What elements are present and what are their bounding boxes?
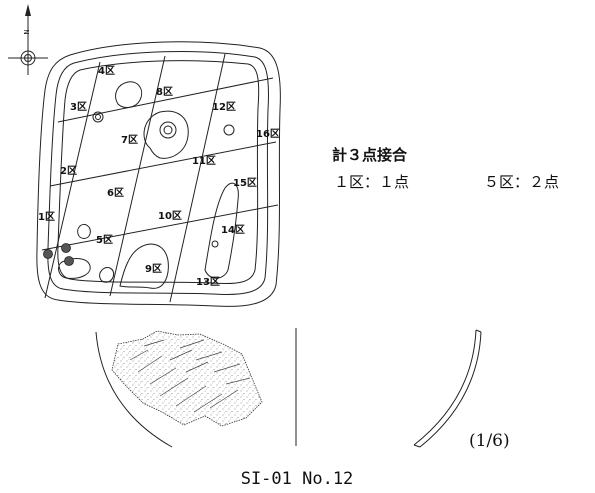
striation	[129, 349, 149, 361]
section-label: 13区	[196, 276, 220, 288]
figure-caption: SI-01 No.12	[241, 469, 354, 489]
section-label: 12区	[212, 101, 236, 113]
north-label: N	[23, 29, 31, 34]
pit-feature	[143, 110, 189, 159]
profile-outer-line	[413, 329, 477, 446]
sherd-profile	[413, 329, 482, 448]
section-label: 2区	[60, 165, 77, 177]
grid-line	[44, 61, 101, 299]
pit-outline-outer	[36, 41, 281, 307]
pit-feature	[223, 124, 235, 136]
section-label: 4区	[98, 65, 115, 77]
grid-line	[109, 55, 166, 297]
north-arrow-circle-inner	[24, 54, 32, 62]
striation	[159, 377, 189, 397]
section-label: 1区	[38, 211, 55, 223]
join-total-title: 計３点接合	[332, 146, 408, 164]
striation	[137, 355, 163, 373]
find-spot-dot	[61, 243, 71, 253]
profile-inner-line	[419, 331, 482, 448]
grid-line	[169, 53, 226, 303]
vessel-outline-arc	[95, 331, 173, 448]
find-spot-dot	[64, 256, 74, 266]
join-detail-section-5: ５区：２点	[484, 173, 559, 191]
section-label: 14区	[221, 224, 245, 236]
pit-feature	[115, 81, 143, 108]
striation	[143, 339, 165, 347]
pit-feature	[159, 121, 177, 139]
pit-feature	[119, 243, 169, 289]
section-label: 10区	[158, 210, 182, 222]
pit-feature	[95, 114, 101, 120]
striation	[209, 389, 239, 409]
scale-label: (1/6)	[469, 431, 510, 451]
profile-top-edge	[475, 329, 482, 333]
section-label: 6区	[107, 187, 124, 199]
grid-line	[57, 77, 274, 123]
grid-line	[41, 204, 279, 251]
pit-feature	[99, 267, 115, 283]
section-label: 7区	[121, 134, 138, 146]
sherd-striations	[129, 339, 251, 413]
find-spots	[43, 243, 74, 266]
pit-feature	[204, 182, 239, 279]
pit-wall-line	[57, 60, 260, 285]
site-plan	[36, 41, 281, 307]
profile-bottom-edge	[413, 444, 421, 448]
pit-feature	[92, 111, 104, 123]
striation	[193, 393, 223, 413]
striation	[225, 377, 251, 385]
join-detail-section-1: １区：１点	[334, 173, 409, 191]
section-labels: 1区 2区 3区 4区 5区 6区 7区 8区 9区 10区 11区 12区 1…	[38, 65, 280, 288]
pit-feature	[58, 258, 91, 279]
north-arrowhead	[25, 4, 31, 16]
striation	[169, 349, 193, 361]
pit-feature	[163, 125, 173, 135]
pit-feature	[211, 240, 219, 248]
section-label: 9区	[145, 263, 162, 275]
striation	[149, 367, 177, 385]
artifact-drawing	[95, 330, 263, 448]
section-label: 11区	[192, 155, 216, 167]
pit-feature	[77, 223, 91, 239]
striation	[213, 363, 241, 373]
section-label: 5区	[96, 234, 113, 246]
section-label: 3区	[70, 101, 87, 113]
north-arrow	[8, 4, 48, 75]
section-label: 16区	[256, 128, 280, 140]
section-label: 8区	[156, 86, 173, 98]
striation	[175, 385, 207, 407]
find-spot-dot	[43, 249, 53, 259]
section-label: 15区	[233, 177, 257, 189]
striation	[179, 339, 205, 349]
grid-line	[49, 141, 277, 187]
striation	[185, 361, 209, 373]
pit-outline-inner	[47, 50, 269, 295]
north-arrow-circle-outer	[20, 50, 36, 66]
striation	[195, 351, 223, 361]
